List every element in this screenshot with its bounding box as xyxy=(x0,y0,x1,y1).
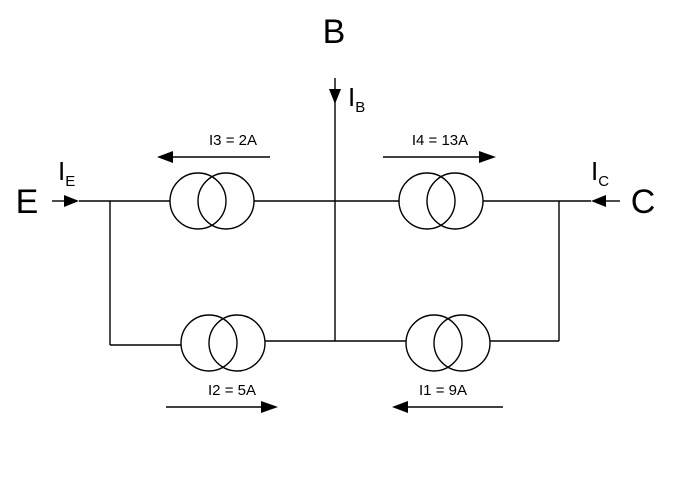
ie-current-arrow xyxy=(52,195,79,207)
current-source-i4 xyxy=(398,172,484,230)
i3-label: I3 = 2A xyxy=(209,132,257,149)
current-source-i2 xyxy=(180,314,266,372)
current-source-i1 xyxy=(405,314,491,372)
i4-label: I4 = 13A xyxy=(412,132,468,149)
i2-direction-arrow xyxy=(166,401,278,413)
circuit-wires xyxy=(79,100,591,346)
terminal-b-label: B xyxy=(323,13,346,51)
terminal-c-label: C xyxy=(631,183,656,221)
terminal-e-label: E xyxy=(16,183,39,221)
i1-direction-arrow xyxy=(392,401,503,413)
ic-current-label: IC xyxy=(591,156,609,190)
ie-current-label: IE xyxy=(58,156,75,190)
current-source-i3 xyxy=(169,172,255,230)
ib-current-label: IB xyxy=(348,82,365,116)
i3-direction-arrow xyxy=(157,151,270,163)
i2-label: I2 = 5A xyxy=(208,382,256,399)
i1-label: I1 = 9A xyxy=(419,382,467,399)
i4-direction-arrow xyxy=(383,151,496,163)
ic-current-arrow xyxy=(591,195,620,207)
ib-current-arrow xyxy=(329,78,341,104)
